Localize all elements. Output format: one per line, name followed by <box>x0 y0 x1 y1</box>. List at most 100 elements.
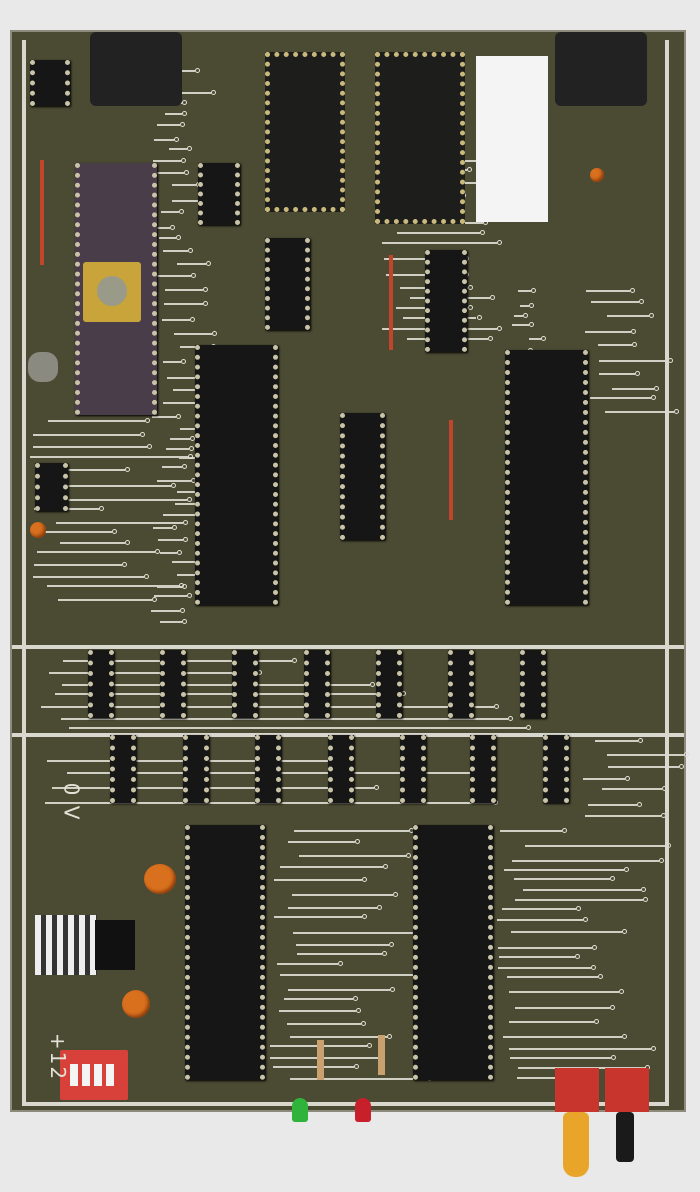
via-pad <box>634 371 640 376</box>
via-pad <box>191 273 197 278</box>
buffer-chip <box>543 735 569 803</box>
via-pad <box>187 593 193 598</box>
via-pad <box>211 90 217 95</box>
copper-trace <box>168 148 187 150</box>
cpu-chip <box>195 345 278 605</box>
via-pad <box>361 914 367 919</box>
copper-trace <box>160 211 179 213</box>
via-pad <box>178 209 184 214</box>
copper-trace <box>604 411 674 413</box>
copper-trace <box>508 991 619 993</box>
via-pad <box>630 288 636 293</box>
via-pad <box>476 315 482 320</box>
ic-socket-1 <box>265 52 345 212</box>
via-pad <box>479 230 485 235</box>
copper-trace <box>164 113 183 115</box>
via-pad <box>182 111 188 116</box>
copper-trace <box>598 360 668 362</box>
copper-trace <box>45 802 493 804</box>
buffer-chip <box>88 650 114 718</box>
peripheral-chip-1 <box>505 350 588 605</box>
via-pad <box>592 945 598 950</box>
via-pad <box>621 1034 627 1039</box>
copper-trace <box>61 718 508 720</box>
copper-trace <box>589 397 652 399</box>
copper-trace <box>56 522 183 524</box>
copper-trace <box>513 878 611 880</box>
via-pad <box>488 336 494 341</box>
via-pad <box>637 802 643 807</box>
via-pad <box>673 409 679 414</box>
dip-switch[interactable] <box>60 1050 128 1100</box>
copper-trace <box>606 754 685 756</box>
via-pad <box>124 467 130 472</box>
via-pad <box>190 317 196 322</box>
capacitor <box>30 522 46 538</box>
via-pad <box>610 1055 616 1060</box>
via-pad <box>622 929 628 934</box>
copper-trace <box>156 124 180 126</box>
copper-trace <box>516 1077 589 1079</box>
via-pad <box>190 436 196 441</box>
copper-trace <box>174 70 195 72</box>
via-pad <box>186 146 192 151</box>
copper-trace <box>607 315 650 317</box>
copper-trace <box>61 684 370 686</box>
copper-trace <box>163 250 189 252</box>
copper-trace <box>518 290 531 292</box>
copper-trace <box>157 539 184 541</box>
copper-trace <box>151 416 177 418</box>
via-pad <box>526 725 532 730</box>
via-pad <box>188 248 194 253</box>
via-pad <box>618 989 624 994</box>
via-pad <box>337 961 343 966</box>
via-pad <box>361 1021 367 1026</box>
copper-trace <box>177 263 206 265</box>
copper-trace <box>598 344 633 346</box>
via-pad <box>653 386 659 391</box>
via-pad <box>179 608 185 613</box>
copper-trace <box>152 227 171 229</box>
copper-trace <box>279 1010 356 1012</box>
via-pad <box>497 326 503 331</box>
copper-trace <box>272 1066 355 1068</box>
via-pad <box>176 550 182 555</box>
copper-trace <box>162 514 200 516</box>
copper-trace <box>30 531 113 533</box>
via-pad <box>632 342 638 347</box>
copper-trace <box>608 766 679 768</box>
copper-trace <box>274 916 362 918</box>
copper-trace <box>33 564 122 566</box>
copper-trace <box>164 289 203 291</box>
label-sticker <box>476 56 548 222</box>
copper-trace <box>504 869 624 871</box>
toggle-switch-1-lever[interactable] <box>563 1112 589 1177</box>
ground-label: 0 V <box>59 782 84 822</box>
via-pad <box>180 122 185 127</box>
copper-trace <box>280 974 419 976</box>
via-pad <box>388 942 394 947</box>
via-pad <box>151 597 157 602</box>
copper-trace <box>290 1078 427 1080</box>
copper-trace <box>270 1057 379 1059</box>
copper-trace <box>509 1057 611 1059</box>
via-pad <box>144 418 150 423</box>
via-pad <box>183 537 189 542</box>
toggle-switch-1-body <box>555 1068 599 1112</box>
copper-trace <box>47 420 145 422</box>
copper-trace <box>41 499 187 501</box>
copper-trace <box>500 830 563 832</box>
copper-trace <box>396 232 480 234</box>
copper-trace <box>59 542 126 544</box>
via-pad <box>189 446 195 451</box>
via-pad <box>182 100 188 105</box>
buffer-chip <box>400 735 426 803</box>
copper-trace <box>170 438 191 440</box>
via-pad <box>598 974 604 979</box>
toggle-switch-2-lever[interactable] <box>616 1112 634 1162</box>
via-pad <box>467 167 473 172</box>
copper-trace <box>599 373 635 375</box>
via-pad <box>522 313 528 318</box>
eprom-window <box>97 276 127 306</box>
via-pad <box>389 987 395 992</box>
